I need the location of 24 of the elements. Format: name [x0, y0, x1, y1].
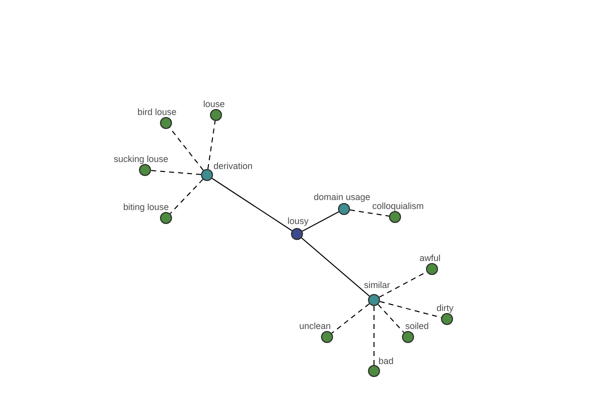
node-label: unclean — [299, 321, 331, 331]
dashed-connector-line — [150, 170, 202, 176]
node-label: lousy — [288, 216, 308, 226]
node-label: soiled — [405, 321, 429, 331]
dashed-connector-line — [170, 178, 204, 214]
connector-line — [302, 211, 340, 232]
node-label: bad — [378, 356, 394, 366]
connector-line — [301, 237, 370, 297]
node-label: dirty — [436, 303, 454, 313]
node-label: awful — [420, 253, 440, 263]
dashed-connector-line — [379, 301, 442, 318]
dashed-connector-line — [207, 120, 216, 170]
node-label: similar — [364, 280, 390, 290]
node-label: colloquialism — [372, 201, 424, 211]
node-label: derivation — [213, 161, 253, 171]
dashed-connector-line — [378, 304, 404, 334]
node-label: domain usage — [314, 192, 370, 202]
connector-line — [212, 178, 292, 232]
node-label: sucking louse — [114, 154, 168, 164]
node-label: bird louse — [137, 107, 177, 117]
dashed-connector-line — [349, 209, 390, 217]
node-label: biting louse — [123, 202, 169, 212]
node-label: louse — [203, 99, 225, 109]
dashed-connector-line — [331, 303, 370, 334]
